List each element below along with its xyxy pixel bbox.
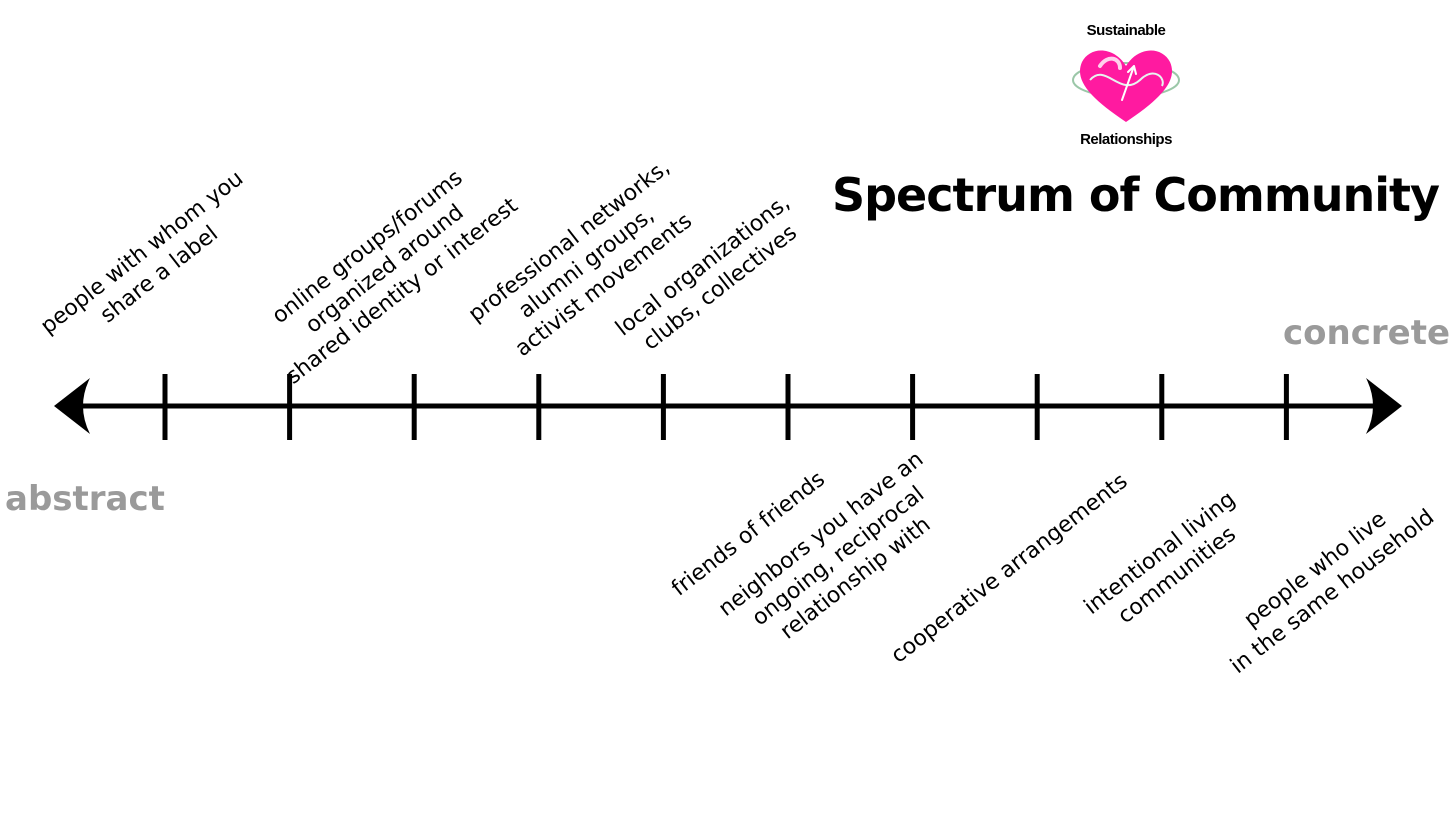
left-arrowhead: [54, 378, 90, 434]
concrete-label: concrete: [1283, 313, 1451, 353]
axis-ticks: [162, 374, 1289, 440]
abstract-label: abstract: [5, 479, 165, 519]
page-title: Spectrum of Community: [832, 168, 1440, 222]
logo-bottom-text: Relationships: [1080, 131, 1172, 148]
logo-top-text: Sustainable: [1086, 22, 1166, 39]
heart-infinity-icon: [1072, 50, 1180, 122]
right-arrowhead: [1366, 378, 1402, 434]
